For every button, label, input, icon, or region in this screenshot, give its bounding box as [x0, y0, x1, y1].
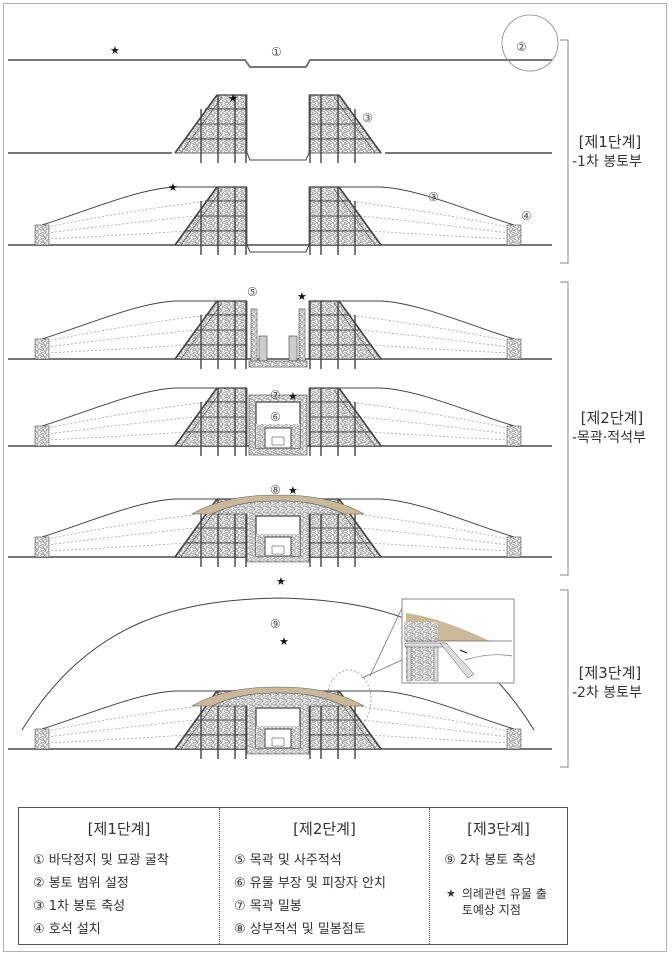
legend-item: ⑧ 상부적석 및 밀봉점토 [234, 922, 366, 937]
row-second-mound: ★ ⑨ ★ [8, 575, 552, 760]
stage-1-label: [제1단계] -1차 봉토부 [572, 132, 642, 172]
legend-note-text: 의례관련 유물 출토예상 지점 [461, 887, 547, 917]
legend-item: ② 봉토 범위 설정 [33, 876, 129, 891]
marker-5: ⑤ [247, 285, 258, 299]
inset-detail [401, 598, 515, 684]
marker-4: ④ [521, 209, 532, 223]
star-marker: ★ [168, 181, 178, 194]
row-first-mound: ★ ③ ④ [8, 181, 552, 256]
legend-stage-1: [제1단계] ① 바닥정지 및 묘광 굴착 ② 봉토 범위 설정 ③ 1차 봉토… [19, 808, 219, 944]
legend-item: ① 바닥정지 및 묘광 굴착 [33, 853, 169, 868]
legend-item: ④ 호석 설치 [33, 922, 101, 937]
legend-item: ③ 1차 봉토 축성 [33, 899, 126, 914]
stage-3-title: [제3단계] [578, 664, 642, 682]
stage-2-subtitle: -목곽·적석부 [572, 430, 646, 446]
marker-2: ② [516, 40, 527, 54]
legend-box: [제1단계] ① 바닥정지 및 묘광 굴착 ② 봉토 범위 설정 ③ 1차 봉토… [18, 807, 568, 945]
stage-1-title: [제1단계] [578, 133, 642, 151]
row-first-piers: ★ ③ [8, 92, 552, 164]
stage-1-subtitle: -1차 봉토부 [572, 154, 642, 170]
legend-stage-3-title: [제3단계] [467, 820, 530, 838]
stage-2-title: [제2단계] [580, 409, 644, 427]
legend-item: ⑤ 목곽 및 사주적석 [234, 853, 342, 868]
row-chamber-walls: ⑤ ★ [8, 285, 552, 370]
row-chamber-sealed: ⑦ ★ ⑥ [8, 387, 552, 457]
legend-stage-2: [제2단계] ⑤ 목곽 및 사주적석 ⑥ 유물 부장 및 피장자 안치 ⑦ 목곽… [219, 808, 429, 944]
star-marker: ★ [288, 390, 298, 403]
star-icon: ★ [446, 887, 456, 900]
legend-stage-1-title: [제1단계] [87, 820, 151, 838]
star-marker: ★ [276, 575, 286, 588]
legend-stage-3: [제3단계] ⑨ 2차 봉토 축성 ★ 의례관련 유물 출토예상 지점 [429, 808, 567, 944]
stage-3-label: [제3단계] -2차 봉토부 [572, 663, 642, 703]
legend-stage-2-title: [제2단계] [293, 820, 356, 838]
marker-6: ⑥ [270, 410, 281, 424]
marker-1: ① [271, 45, 282, 59]
star-marker: ★ [110, 44, 120, 57]
star-marker: ★ [228, 92, 238, 105]
marker-3: ③ [362, 111, 373, 125]
legend-item: ⑦ 목곽 밀봉 [234, 899, 302, 914]
star-marker: ★ [297, 290, 307, 303]
marker-8: ⑧ [270, 483, 281, 497]
legend-note: ★ 의례관련 유물 출토예상 지점 [430, 886, 567, 918]
stage-2-label: [제2단계] -목곽·적석부 [572, 408, 646, 448]
star-marker: ★ [279, 635, 289, 648]
legend-item: ⑥ 유물 부장 및 피장자 안치 [234, 876, 386, 891]
star-marker: ★ [288, 484, 298, 497]
marker-7: ⑦ [270, 388, 281, 402]
tomb-construction-diagram: ★ ① ② ★ ③ ★ ③ ④ ⑤ ★ [8, 14, 569, 768]
marker-3: ③ [428, 190, 439, 204]
marker-9: ⑨ [270, 617, 281, 631]
stage-brackets [560, 39, 569, 768]
figure-frame [3, 3, 667, 952]
row-ground-preparation: ★ ① ② [8, 14, 559, 72]
row-upper-stones-clay: ⑧ ★ [8, 483, 552, 568]
legend-item: ⑨ 2차 봉토 축성 [444, 853, 537, 868]
stage-3-subtitle: -2차 봉토부 [572, 685, 642, 701]
